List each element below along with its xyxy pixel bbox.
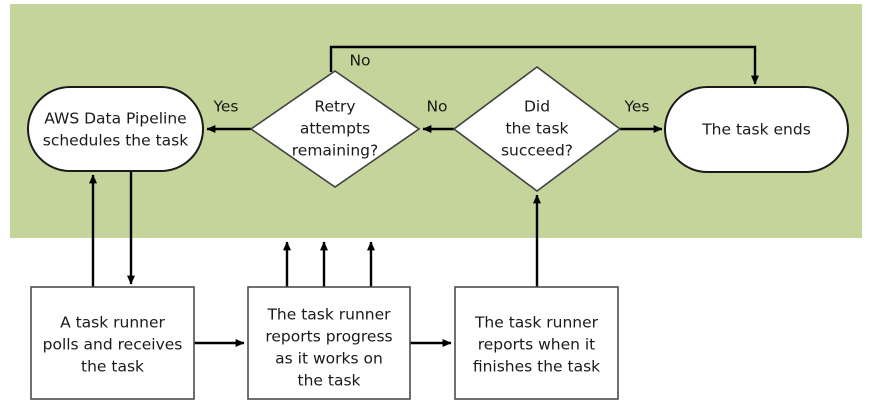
node-the-task-ends[interactable]: The task ends (664, 86, 849, 173)
node-label-line: AWS Data Pipeline (44, 110, 186, 128)
node-label-line: the task (506, 120, 569, 138)
node-label-line: succeed? (501, 142, 573, 160)
edge-label-succeed-yes: Yes (623, 98, 649, 116)
node-task-runner-polls[interactable]: A task runner polls and receives the tas… (30, 286, 195, 400)
node-shape-rounded-rectangle (664, 86, 849, 173)
node-shape-rectangle (247, 286, 411, 400)
node-label-line: the task (81, 358, 144, 376)
node-shape-diamond (249, 70, 421, 188)
node-shape-diamond (452, 66, 622, 192)
node-label-line: reports progress (265, 328, 392, 346)
node-aws-data-pipeline-schedules[interactable]: AWS Data Pipeline schedules the task (27, 86, 204, 172)
node-label-line: schedules the task (43, 132, 188, 150)
node-label-line: Retry (314, 98, 355, 116)
node-shape-rounded-rectangle (27, 86, 204, 172)
node-label-line: attempts (300, 120, 370, 138)
node-label-line: The task runner (266, 306, 391, 324)
node-label-line: remaining? (292, 142, 379, 160)
node-label-line: The task runner (474, 314, 599, 332)
node-label-line: finishes the task (473, 358, 600, 376)
edge-label-retry-no: No (349, 52, 370, 70)
connector-retry-no-to-task-ends (329, 45, 759, 85)
node-label-line: A task runner (60, 314, 165, 332)
node-label-line: as it works on (275, 350, 383, 368)
node-retry-attempts-remaining[interactable]: Retry attempts remaining? (249, 70, 421, 188)
node-shape-rectangle (454, 286, 619, 400)
node-label-line: polls and receives (43, 336, 183, 354)
node-task-runner-reports-progress[interactable]: The task runner reports progress as it w… (247, 286, 411, 400)
node-label-line: The task ends (701, 121, 811, 139)
edge-label-retry-yes: Yes (212, 98, 238, 116)
node-label-line: Did (524, 98, 550, 116)
node-shape-rectangle (30, 286, 195, 400)
node-task-runner-reports-finish[interactable]: The task runner reports when it finishes… (454, 286, 619, 400)
edge-label-succeed-no: No (426, 98, 447, 116)
node-label-line: the task (298, 372, 361, 390)
node-did-the-task-succeed[interactable]: Did the task succeed? (452, 66, 622, 192)
node-label-line: reports when it (478, 336, 596, 354)
